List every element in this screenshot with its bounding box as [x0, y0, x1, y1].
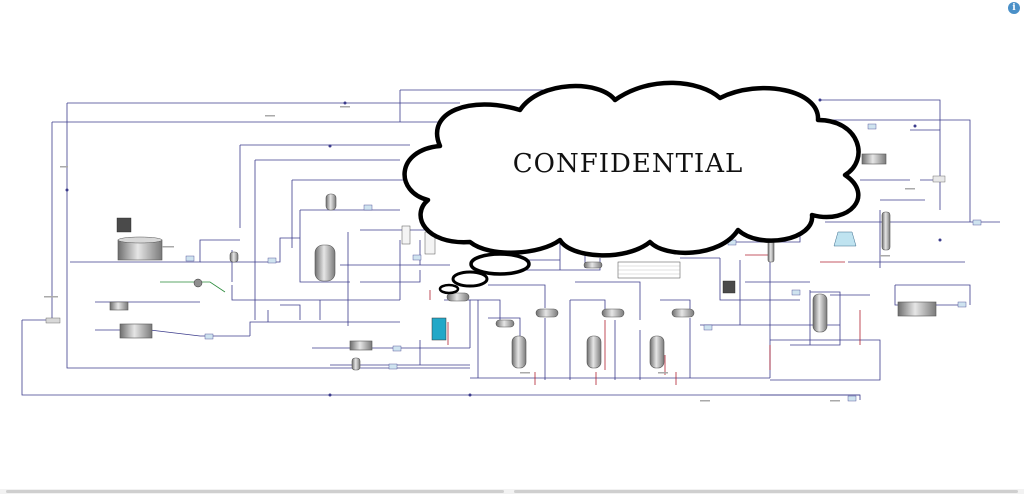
horizontal-drum	[446, 292, 470, 302]
vessel	[351, 357, 361, 371]
reactor	[812, 293, 828, 333]
horizontal-drum	[601, 308, 625, 318]
horizontal-drum	[495, 319, 515, 328]
info-icon[interactable]: i	[1008, 2, 1020, 14]
pump	[193, 278, 203, 288]
vessel	[325, 193, 337, 211]
storage-tank	[897, 301, 937, 317]
horizontal-drum	[671, 308, 695, 318]
heat-exchanger	[932, 175, 946, 183]
horizontal-scrollbar[interactable]	[0, 489, 1024, 494]
horizontal-drum	[583, 261, 603, 269]
column	[649, 335, 665, 369]
pipe-network	[21, 89, 1000, 400]
distillation-column	[881, 211, 891, 251]
vessel	[229, 251, 239, 263]
scrollbar-thumb-right[interactable]	[514, 490, 1018, 493]
storage-tank	[349, 340, 373, 351]
separator	[833, 231, 857, 247]
heat-exchanger	[401, 225, 411, 245]
analyzer-unit	[431, 317, 447, 341]
grid-unit	[722, 280, 736, 294]
column	[586, 335, 602, 369]
confidential-cloud: CONFIDENTIAL	[402, 80, 861, 295]
vessel	[767, 239, 775, 263]
equipment-tags	[44, 106, 915, 402]
storage-tank	[109, 301, 129, 311]
storage-tank	[119, 323, 153, 339]
horizontal-drum	[535, 308, 559, 318]
equipment	[45, 123, 982, 402]
grid-unit	[116, 217, 132, 233]
scrollbar-thumb-left[interactable]	[6, 490, 504, 493]
storage-tank	[861, 153, 887, 165]
flash-drum	[314, 244, 336, 282]
confidential-label: CONFIDENTIAL	[513, 149, 744, 179]
heat-exchanger	[45, 317, 61, 324]
column	[511, 335, 527, 369]
